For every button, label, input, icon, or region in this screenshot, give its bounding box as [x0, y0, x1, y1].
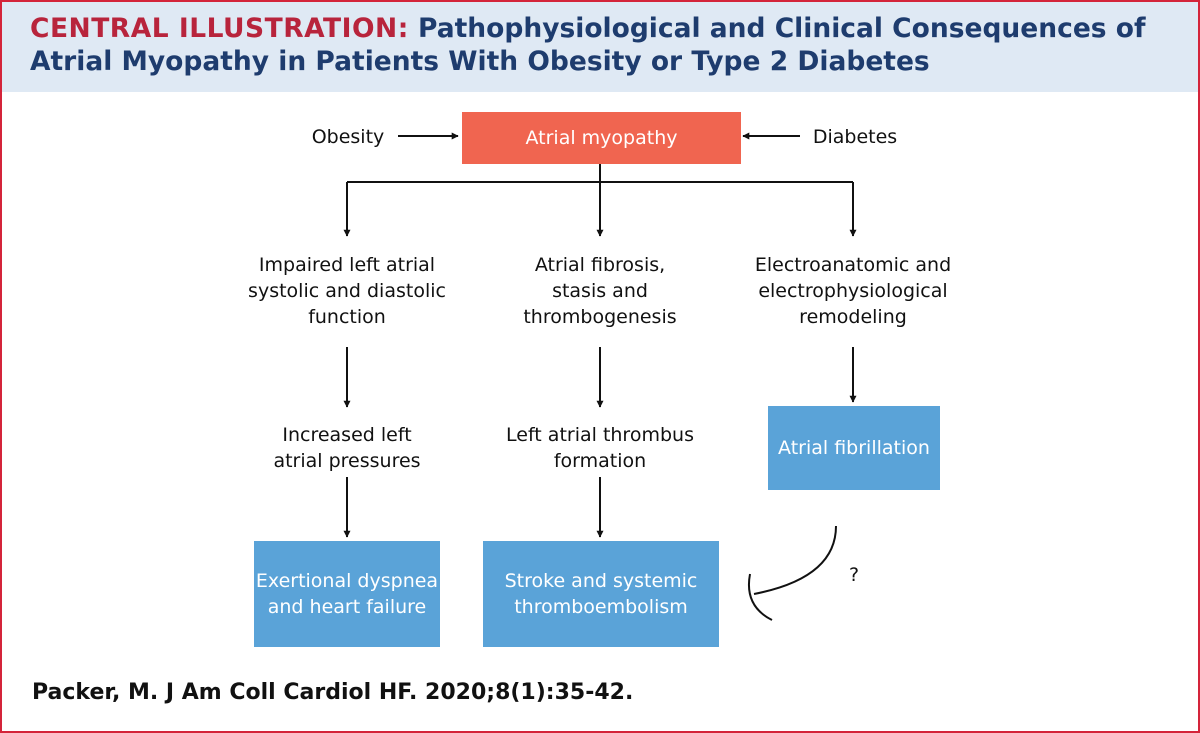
title-lead: CENTRAL ILLUSTRATION: [30, 13, 409, 44]
stroke-box: Stroke and systemic thromboembolism [483, 541, 719, 647]
obesity-label: Obesity [311, 126, 385, 148]
remodeling-label: Electroanatomic and electrophysiological… [754, 254, 952, 328]
uncertain-link-question-mark: ? [848, 564, 860, 586]
atrial-myopathy-box: Atrial myopathy [462, 112, 741, 164]
atrial-fibrillation-box: Atrial fibrillation [768, 406, 940, 490]
heart-failure-box: Exertional dyspnea and heart failure [254, 541, 440, 647]
header-band: CENTRAL ILLUSTRATION: Pathophysiological… [2, 2, 1198, 92]
citation: Packer, M. J Am Coll Cardiol HF. 2020;8(… [32, 680, 634, 705]
thrombus-formation-label: Left atrial thrombus formation [506, 424, 694, 472]
atrial-fibrosis-label: Atrial fibrosis, stasis and thrombogenes… [523, 254, 677, 328]
title-rest: Pathophysiological and Clinical Conseque… [30, 13, 1146, 77]
increased-pressures-label: Increased left atrial pressures [273, 424, 421, 472]
diabetes-label: Diabetes [812, 126, 898, 148]
impaired-function-label: Impaired left atrial systolic and diasto… [248, 254, 446, 328]
figure-title: CENTRAL ILLUSTRATION: Pathophysiological… [30, 12, 1180, 78]
curved-uncertain-link [753, 525, 837, 595]
curved-bracket [748, 573, 773, 621]
